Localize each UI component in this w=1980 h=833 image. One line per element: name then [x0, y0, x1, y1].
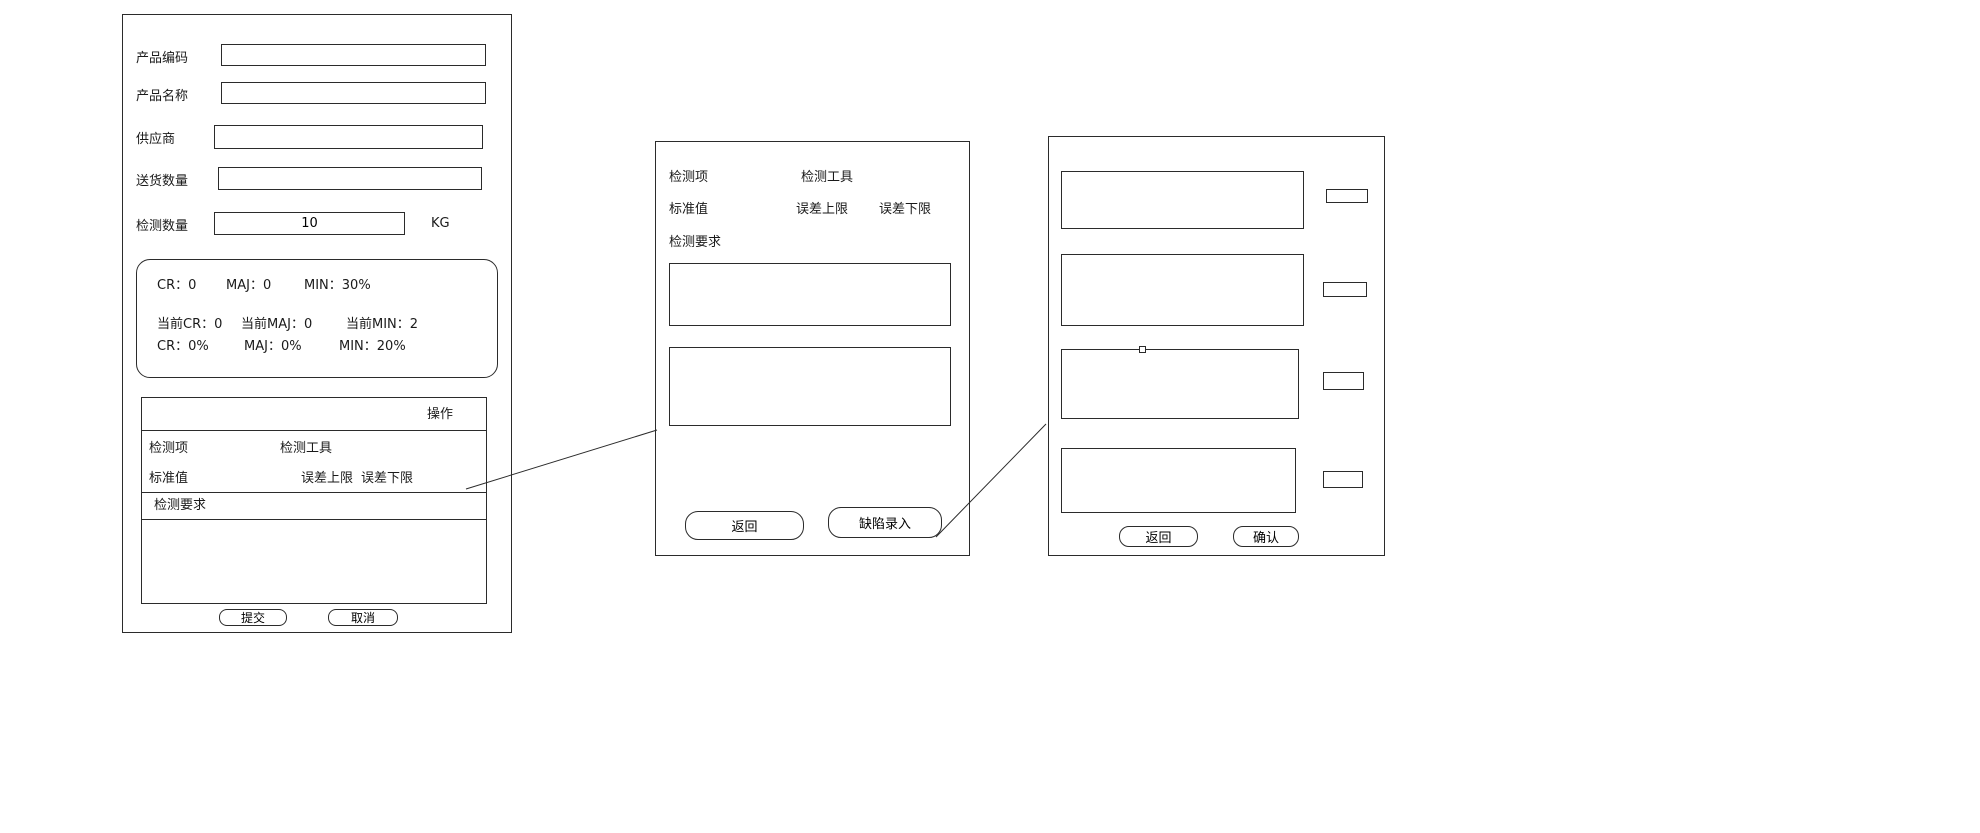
submit-button[interactable]: 提交: [219, 609, 287, 626]
defect-stats-box: CR：0 MAJ：0 MIN：30% 当前CR：0 当前MAJ：0 当前MIN：…: [136, 259, 498, 378]
side-field-3[interactable]: [1323, 372, 1364, 390]
min-pct-stat: MIN：20%: [339, 339, 406, 354]
tolerance-lower-label: 误差下限: [361, 471, 414, 486]
inspect-requirement-label: 检测要求: [154, 498, 207, 513]
inspection-items-table: 操作 检测项 检测工具 标准值 误差上限 误差下限 检测要求: [141, 397, 487, 604]
defect-textarea-2[interactable]: [1061, 254, 1304, 326]
operation-column-header: 操作: [427, 407, 454, 422]
maj-pct-stat: MAJ：0%: [244, 339, 302, 354]
supplier-input[interactable]: [214, 125, 483, 149]
min-stat: MIN：30%: [304, 278, 371, 293]
selection-handle: [1139, 346, 1146, 353]
side-field-1[interactable]: [1326, 189, 1368, 203]
inspection-item-detail-panel: 检测项 检测工具 标准值 误差上限 误差下限 检测要求 返回 缺陷录入: [655, 141, 970, 556]
tolerance-upper-label: 误差上限: [301, 471, 354, 486]
defect-textarea-3[interactable]: [1061, 349, 1299, 419]
tolerance-upper-label: 误差上限: [796, 202, 849, 217]
defect-textarea-4[interactable]: [1061, 448, 1296, 513]
product-name-label: 产品名称: [136, 89, 189, 104]
inspect-qty-unit-label: KG: [431, 216, 450, 231]
cancel-button[interactable]: 取消: [328, 609, 398, 626]
product-name-input[interactable]: [221, 82, 486, 104]
cr-stat: CR：0: [157, 278, 197, 293]
inspect-qty-label: 检测数量: [136, 219, 189, 234]
standard-value-label: 标准值: [669, 202, 709, 217]
product-inspection-form-panel: 产品编码 产品名称 供应商 送货数量 检测数量 KG CR：0 MAJ：0 MI…: [122, 14, 512, 633]
current-min-stat: 当前MIN：2: [346, 317, 419, 332]
standard-value-label: 标准值: [149, 471, 189, 486]
tolerance-lower-label: 误差下限: [879, 202, 932, 217]
back-button[interactable]: 返回: [1119, 526, 1198, 547]
cr-pct-stat: CR：0%: [157, 339, 209, 354]
side-field-2[interactable]: [1323, 282, 1367, 297]
inspect-item-label: 检测项: [149, 441, 189, 456]
current-maj-stat: 当前MAJ：0: [241, 317, 313, 332]
defect-textarea-1[interactable]: [1061, 171, 1304, 229]
product-code-input[interactable]: [221, 44, 486, 66]
current-cr-stat: 当前CR：0: [157, 317, 223, 332]
defect-entry-button[interactable]: 缺陷录入: [828, 507, 942, 538]
inspect-item-label: 检测项: [669, 170, 709, 185]
inspect-requirement-label: 检测要求: [669, 235, 722, 250]
defect-entry-panel: 返回 确认: [1048, 136, 1385, 556]
confirm-button[interactable]: 确认: [1233, 526, 1299, 547]
table-divider-3: [142, 519, 486, 520]
inspect-qty-input[interactable]: [214, 212, 405, 235]
supplier-label: 供应商: [136, 132, 176, 147]
table-divider-2: [142, 492, 486, 493]
table-divider-1: [142, 430, 486, 431]
delivery-qty-input[interactable]: [218, 167, 482, 190]
maj-stat: MAJ：0: [226, 278, 272, 293]
side-field-4[interactable]: [1323, 471, 1363, 488]
inspect-requirement-textarea[interactable]: [669, 263, 951, 326]
inspect-tool-label: 检测工具: [280, 441, 333, 456]
secondary-textarea[interactable]: [669, 347, 951, 426]
delivery-qty-label: 送货数量: [136, 174, 189, 189]
back-button[interactable]: 返回: [685, 511, 804, 540]
product-code-label: 产品编码: [136, 51, 189, 66]
inspect-tool-label: 检测工具: [801, 170, 854, 185]
